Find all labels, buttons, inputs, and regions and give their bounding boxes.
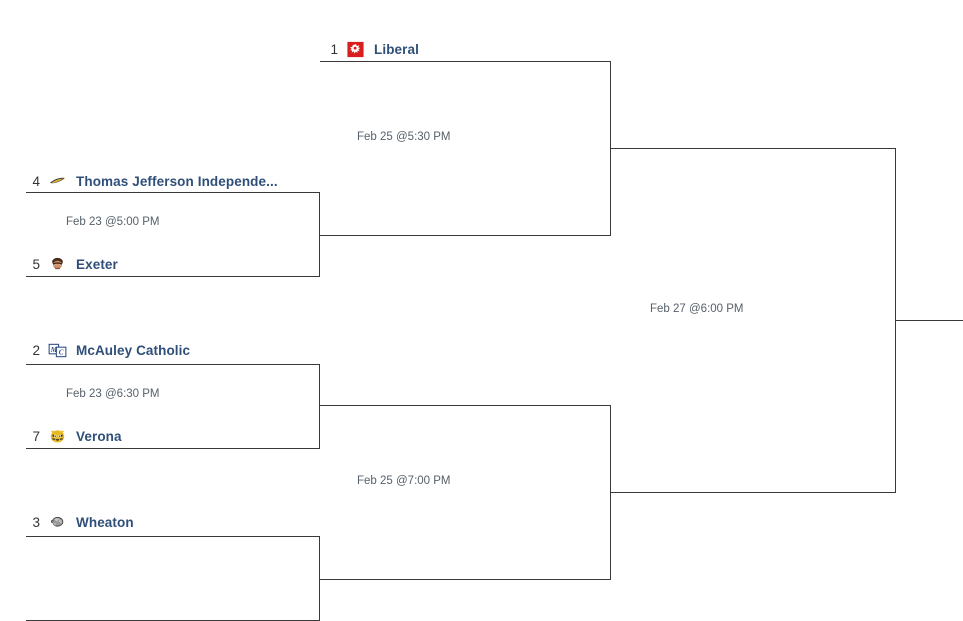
team-name: McAuley Catholic bbox=[76, 342, 191, 358]
team-slot-wheaton[interactable]: 3 Wheaton bbox=[26, 511, 134, 533]
team-name: Verona bbox=[76, 428, 122, 444]
team-name: Thomas Jefferson Independe... bbox=[76, 173, 278, 189]
game-time-final-1: Feb 27 @6:00 PM bbox=[650, 303, 744, 315]
seed-number: 2 bbox=[32, 342, 40, 358]
team-name: Exeter bbox=[76, 256, 118, 272]
team-slot-verona[interactable]: 7 Verona bbox=[26, 425, 122, 447]
seed-number: 7 bbox=[32, 428, 40, 444]
svg-text:M: M bbox=[50, 346, 58, 354]
seed-number: 1 bbox=[330, 41, 338, 57]
match-box-qf-3 bbox=[26, 536, 320, 621]
game-time-sf-1: Feb 25 @5:30 PM bbox=[357, 131, 451, 143]
team-slot-exeter[interactable]: 5 Exeter bbox=[26, 253, 118, 275]
team-slot-mcauley-catholic[interactable]: 2 M C McAuley Catholic bbox=[26, 339, 190, 361]
seed-number: 5 bbox=[32, 256, 40, 272]
game-time-sf-2: Feb 25 @7:00 PM bbox=[357, 475, 451, 487]
game-time-qf-1: Feb 23 @5:00 PM bbox=[66, 216, 160, 228]
match-box-sf-1 bbox=[320, 61, 611, 236]
team-slot-thomas-jefferson[interactable]: 4 Thomas Jefferson Independe... bbox=[26, 170, 278, 192]
warrior-head-logo-icon bbox=[48, 255, 76, 274]
eagle-logo-icon bbox=[48, 172, 76, 191]
svg-text:C: C bbox=[59, 348, 64, 356]
game-time-qf-2: Feb 23 @6:30 PM bbox=[66, 388, 160, 400]
match-box-final-1 bbox=[611, 148, 896, 493]
ram-logo-icon bbox=[48, 513, 76, 532]
team-name: Wheaton bbox=[76, 514, 134, 530]
team-slot-liberal[interactable]: 1 Liberal bbox=[324, 38, 419, 60]
wildcat-logo-icon bbox=[48, 427, 76, 446]
tournament-bracket: 1 Liberal 4 Thomas Jefferson Independe..… bbox=[26, 38, 963, 621]
team-name: Liberal bbox=[374, 41, 419, 57]
seed-number: 4 bbox=[32, 173, 40, 189]
feed-line-champion bbox=[896, 320, 963, 321]
redskin-logo-icon bbox=[346, 40, 374, 59]
seed-number: 3 bbox=[32, 514, 40, 530]
match-box-sf-2 bbox=[320, 405, 611, 580]
mc-monogram-logo-icon: M C bbox=[48, 341, 76, 360]
